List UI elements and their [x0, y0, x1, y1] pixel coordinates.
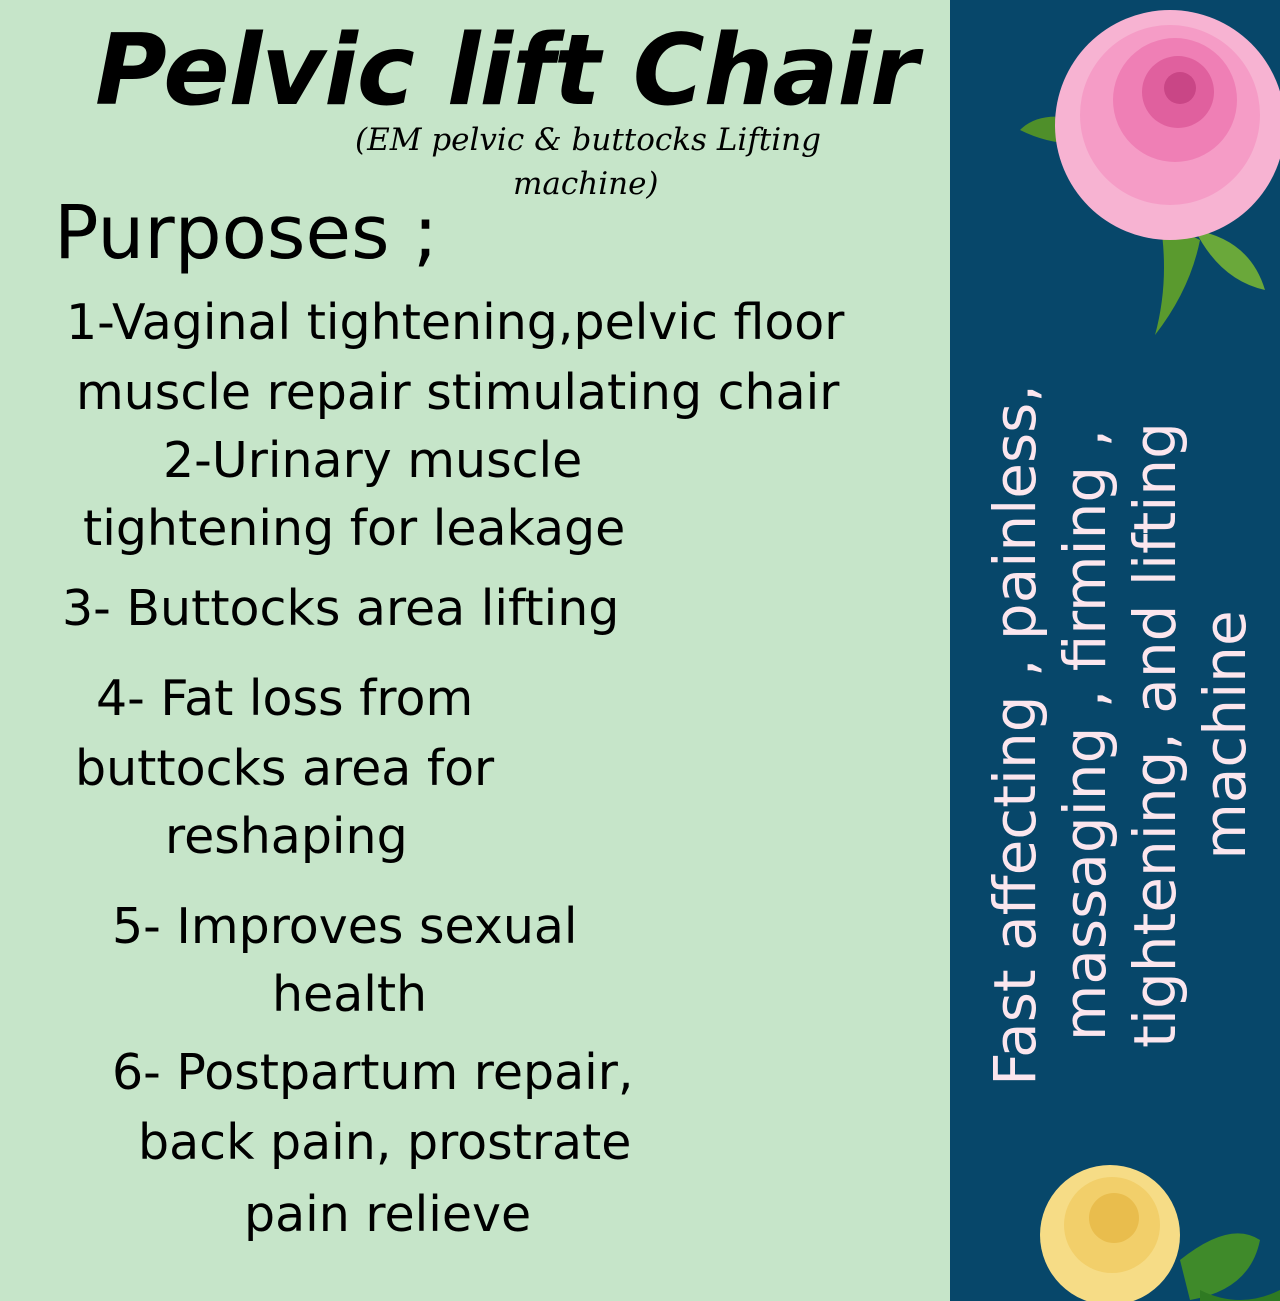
page-title: Pelvic lift Chair	[95, 14, 918, 128]
side-text-line: machine	[1191, 610, 1259, 860]
purposes-heading: Purposes ;	[54, 190, 438, 276]
side-text-line: Fast affecting , painless,	[981, 384, 1049, 1086]
list-item: 6- Postpartum repair,	[112, 1044, 634, 1101]
list-item: 1-Vaginal tightening,pelvic floor	[66, 294, 845, 351]
pink-rose-icon	[1020, 10, 1280, 335]
list-item: muscle repair stimulating chair	[76, 364, 840, 421]
subtitle-line: machine)	[513, 166, 659, 202]
subtitle-line: (EM pelvic & buttocks Lifting	[355, 122, 821, 158]
side-tagline: Fast affecting , painless, massaging , f…	[980, 375, 1260, 1095]
left-panel: Pelvic lift Chair (EM pelvic & buttocks …	[54, 14, 919, 1243]
list-item: 4- Fat loss from	[96, 670, 474, 727]
list-item: tightening for leakage	[83, 500, 626, 557]
list-item: health	[272, 966, 428, 1023]
list-item: buttocks area for	[75, 740, 495, 797]
side-text-line: massaging , firming ,	[1051, 428, 1119, 1042]
list-item: 5- Improves sexual	[112, 898, 578, 955]
right-panel	[950, 0, 1280, 1301]
list-item: back pain, prostrate	[138, 1114, 632, 1171]
list-item: reshaping	[165, 808, 408, 865]
list-item: 3- Buttocks area lifting	[62, 580, 620, 637]
list-item: pain relieve	[244, 1186, 532, 1243]
list-item: 2-Urinary muscle	[163, 432, 583, 489]
yellow-rose-icon	[1040, 1165, 1280, 1301]
side-text-line: tightening, and lifting	[1121, 422, 1189, 1048]
